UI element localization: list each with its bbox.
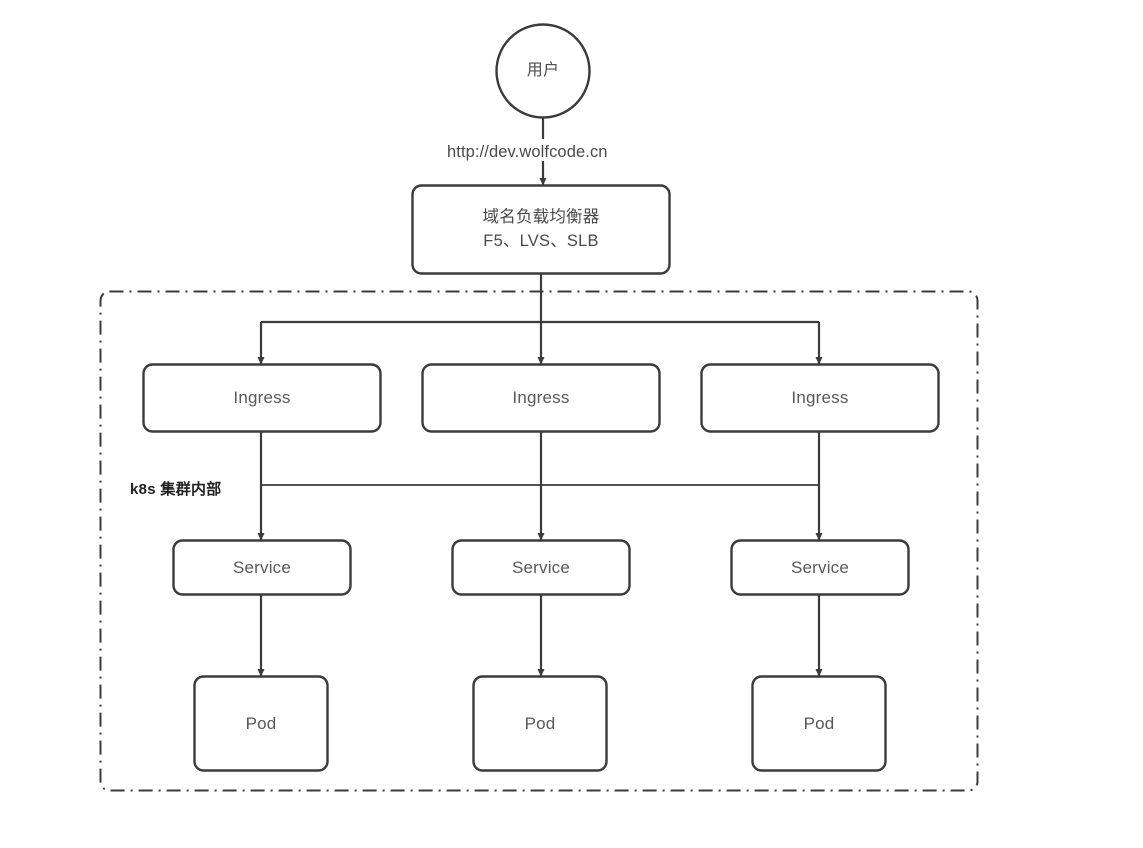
service-node-3-shape[interactable] <box>730 539 910 596</box>
k8s-cluster-zone-border <box>99 290 979 792</box>
k8s-cluster-zone-label: k8s 集群内部 <box>130 481 222 498</box>
pod-node-1-shape[interactable] <box>193 675 329 772</box>
user-node-shape[interactable] <box>495 23 591 119</box>
ingress-node-1-shape[interactable] <box>142 363 382 433</box>
service-node-2-shape[interactable] <box>451 539 631 596</box>
pod-node-3-shape[interactable] <box>751 675 887 772</box>
ingress-node-3-shape[interactable] <box>700 363 940 433</box>
edge-label-user-to-lb: http://dev.wolfcode.cn <box>447 143 608 161</box>
load-balancer-node-shape[interactable] <box>411 184 671 275</box>
pod-node-2-shape[interactable] <box>472 675 608 772</box>
service-node-1-shape[interactable] <box>172 539 352 596</box>
ingress-node-2-shape[interactable] <box>421 363 661 433</box>
